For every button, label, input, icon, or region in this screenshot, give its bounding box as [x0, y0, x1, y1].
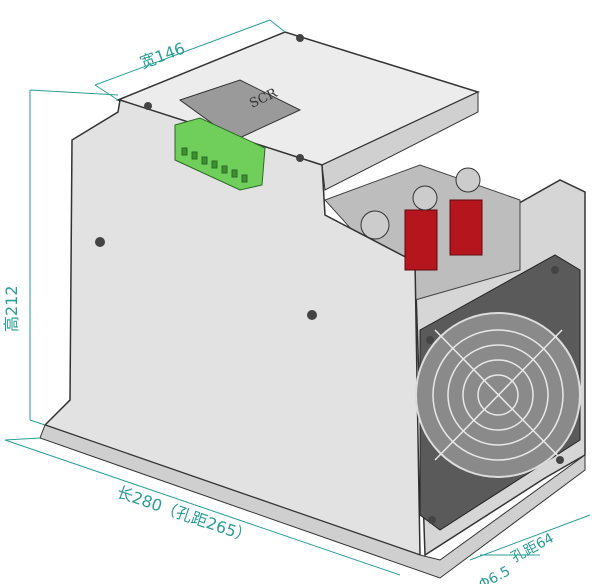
- fuse-left: [404, 209, 438, 271]
- fan-guard-wires: [432, 329, 564, 461]
- terminal-block: [174, 117, 266, 191]
- power-terminal: [455, 167, 481, 193]
- base-flange: [39, 424, 586, 579]
- dimension-lines: [4, 19, 591, 576]
- power-terminal: [412, 185, 438, 211]
- height-dimension-label: 高212: [2, 285, 21, 332]
- fuse-right: [449, 199, 483, 256]
- lid-front: [321, 91, 479, 191]
- power-terminal: [360, 210, 390, 240]
- terminal-screws: [181, 147, 248, 183]
- screw-icons: [95, 34, 564, 524]
